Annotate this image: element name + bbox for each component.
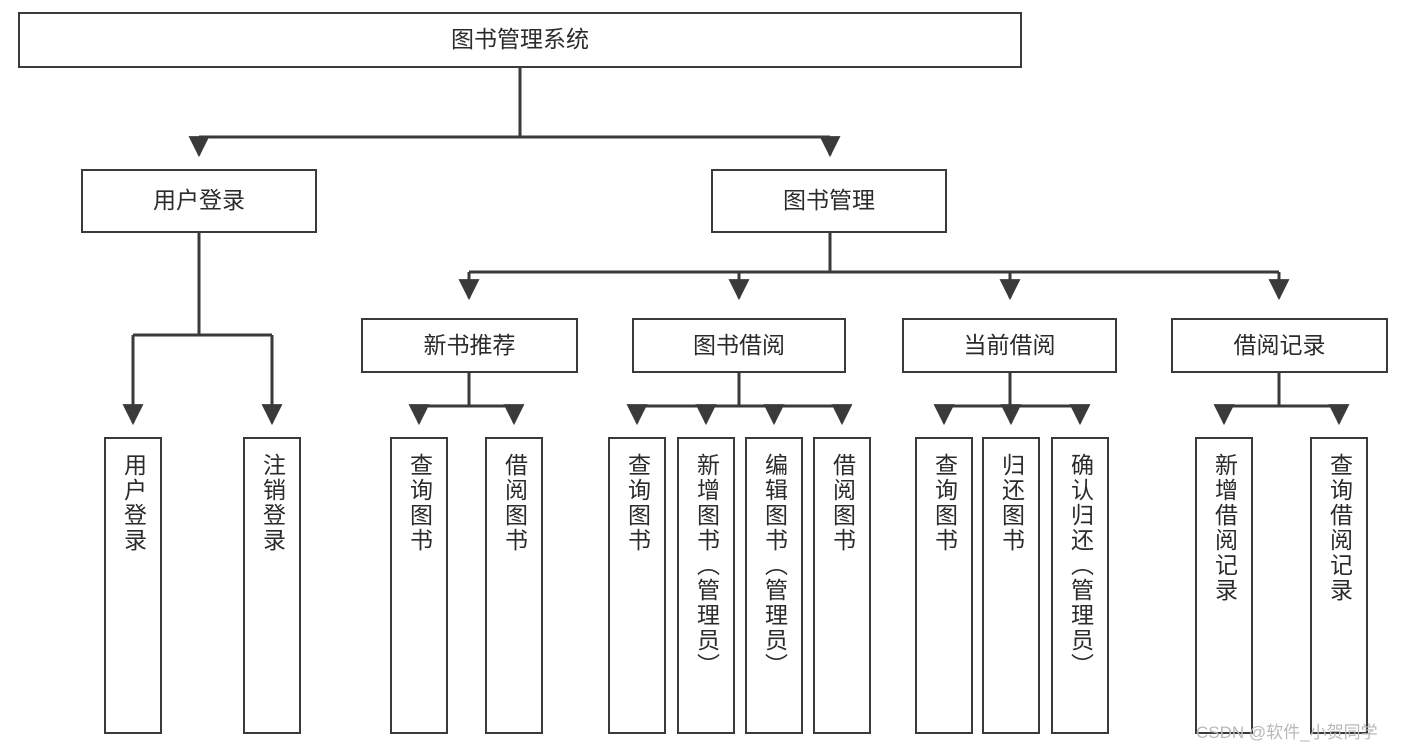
leaf-current-borrow-confirm[interactable]: 确认归还（管理员）: [1051, 437, 1109, 734]
leaf-book-borrow-edit[interactable]: 编辑图书（管理员）: [745, 437, 803, 734]
node-label: 确认归还（管理员）: [1067, 453, 1094, 678]
leaf-borrow-record-add[interactable]: 新增借阅记录: [1195, 437, 1253, 734]
leaf-book-borrow-lend[interactable]: 借阅图书: [813, 437, 871, 734]
node-label: 图书借阅: [693, 331, 785, 358]
leaf-new-book-query[interactable]: 查询图书: [390, 437, 448, 734]
leaf-current-borrow-query[interactable]: 查询图书: [915, 437, 973, 734]
node-label: 新书推荐: [423, 331, 516, 358]
node-label: 借阅记录: [1233, 331, 1326, 358]
node-current-borrow[interactable]: 当前借阅: [902, 318, 1117, 373]
csdn-watermark: CSDN @软件_小贺同学: [1196, 723, 1378, 742]
node-borrow-record[interactable]: 借阅记录: [1171, 318, 1388, 373]
node-label: 归还图书: [998, 453, 1025, 553]
leaf-book-borrow-add[interactable]: 新增图书（管理员）: [677, 437, 735, 734]
node-label: 查询图书: [406, 453, 433, 553]
node-label: 注销登录: [259, 453, 286, 553]
node-book-borrow[interactable]: 图书借阅: [632, 318, 846, 373]
node-book-management[interactable]: 图书管理: [711, 169, 947, 233]
node-new-book-recommend[interactable]: 新书推荐: [361, 318, 578, 373]
node-label: 查询借阅记录: [1326, 453, 1353, 603]
node-label: 当前借阅: [963, 331, 1056, 358]
node-label: 借阅图书: [829, 453, 856, 553]
leaf-user-login-signin[interactable]: 用户登录: [104, 437, 162, 734]
leaf-new-book-borrow[interactable]: 借阅图书: [485, 437, 543, 734]
node-label: 图书管理: [783, 187, 875, 214]
node-user-login[interactable]: 用户登录: [81, 169, 317, 233]
leaf-book-borrow-query[interactable]: 查询图书: [608, 437, 666, 734]
node-label: 借阅图书: [501, 453, 528, 553]
node-label: 查询图书: [931, 453, 958, 553]
node-label: 图书管理系统: [451, 26, 589, 53]
leaf-user-login-signout[interactable]: 注销登录: [243, 437, 301, 734]
leaf-borrow-record-query[interactable]: 查询借阅记录: [1310, 437, 1368, 734]
node-label: 用户登录: [153, 187, 245, 214]
node-label: 用户登录: [120, 453, 147, 553]
leaf-current-borrow-return[interactable]: 归还图书: [982, 437, 1040, 734]
node-label: 新增图书（管理员）: [693, 453, 720, 678]
node-root-system[interactable]: 图书管理系统: [18, 12, 1022, 68]
node-label: 新增借阅记录: [1211, 453, 1238, 603]
node-label: 查询图书: [624, 453, 651, 553]
node-label: 编辑图书（管理员）: [761, 453, 788, 678]
